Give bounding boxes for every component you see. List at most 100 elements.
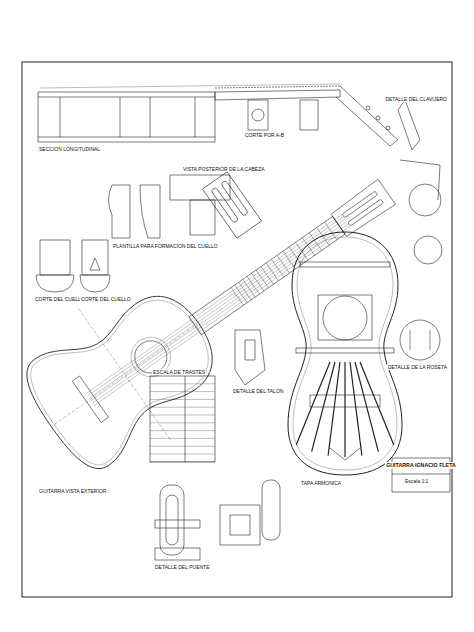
drawing-stroke [252,109,264,121]
drawing-stroke [330,448,360,460]
drawing-stroke [247,276,259,294]
drawing-stroke [293,237,397,470]
drawing-stroke [245,340,255,360]
drawing-stroke [150,415,215,416]
drawing-stroke [150,430,215,431]
drawing-stroke [140,185,160,238]
drawing-stroke [366,106,370,110]
drawing-stroke [323,296,367,340]
drawing-stroke [91,221,347,400]
drawing-stroke [317,228,329,246]
drawing-stroke [79,309,172,442]
drawing-stroke [344,362,345,457]
soundboard-interior [288,232,442,475]
drawing-stroke [150,438,215,439]
guitar-exterior [5,125,433,493]
view-label: DETALLE DEL TALON [232,388,284,394]
drawing-stroke [150,446,215,447]
drawing-stroke [40,84,340,88]
drawing-stroke [296,348,394,353]
drawing-stroke [330,179,395,238]
drawing-stroke [86,214,342,393]
drawing-stroke [215,86,340,88]
view-label: CORTE DEL CUELLO [80,296,132,302]
drawing-stroke [150,383,215,384]
drawing-stroke [400,320,440,360]
view-label: DETALLE DE LA ROSETA [387,364,448,370]
drawing-stroke [120,97,121,137]
drawing-stroke [40,240,70,275]
drawing-stroke [150,376,215,462]
view-label: SECCION LONGITUDINAL [38,146,101,152]
view-label: DETALLE DEL PUENTE [154,564,210,570]
drawing-stroke [400,160,440,200]
drawing-stroke [289,247,301,265]
drawing-stroke [185,376,186,462]
drawing-stroke [318,295,372,340]
drawing-stroke [93,224,349,403]
drawing-stroke [296,362,394,457]
drawing-stroke [333,216,345,234]
drawing-stroke [409,184,441,216]
drawing-stroke [277,255,289,273]
drawing-stroke [109,185,131,238]
drawing-stroke [300,100,318,130]
drawing-stroke [19,275,231,474]
drawing-stroke [261,267,273,285]
heel-detail [235,330,265,385]
view-label: DETALLE DEL CLAVIJERO [384,96,448,102]
drawing-stroke [150,391,215,392]
bridge-details [155,480,280,560]
drawing-stroke [220,505,260,545]
drawing-stroke [90,258,100,270]
drawing-stroke [36,275,74,292]
drawing-stroke [386,126,390,130]
drawing-stroke [150,399,215,400]
drawing-stroke [150,422,215,423]
fret-table [150,376,215,462]
view-label: VISTA POSTERIOR DE LA CABEZA [182,166,266,172]
drawing-stroke [22,62,452,597]
drawing-stroke [300,262,390,267]
head-rear-view [203,172,262,238]
view-label: Escala 1:1 [404,478,429,484]
drawing-stroke [251,273,263,291]
drawing-stroke [398,100,420,150]
title-text: GUITARRA IGNACIO FLETA [385,462,457,469]
longitudinal-section [38,84,441,216]
drawing-stroke [328,362,340,456]
view-label: GUITARRA VISTA EXTERIOR [38,488,107,494]
drawing-stroke [266,263,278,281]
view-label: ESCALA DE TRASTES [152,369,206,375]
drawing-stroke [271,259,283,277]
drawing-stroke [350,362,362,456]
drawing-stroke [38,137,215,138]
drawing-stroke [360,362,394,445]
drawing-stroke [155,520,200,528]
drawing-stroke [195,97,196,137]
drawing-stroke [150,97,151,137]
drawing-stroke [230,515,250,535]
drawing-stroke [60,97,61,137]
drawing-stroke [231,288,243,306]
drawing-stroke [312,362,335,452]
drawing-stroke [336,86,398,146]
drawing-stroke [262,480,280,540]
drawing-stroke [256,270,268,288]
view-label: CORTE POR A-B [244,132,285,138]
drawing-stroke [248,100,268,130]
drawing-stroke [324,222,336,240]
drawing-stroke [190,200,215,235]
drawing-stroke [38,92,215,142]
drawing-stroke [243,279,255,297]
drawing-stroke [231,216,345,305]
view-label: CORTE DEL CUELLO [34,296,86,302]
drawing-stroke [296,362,330,445]
drawing-stroke [150,454,215,455]
drawing-stroke [38,97,215,98]
drawing-stroke [235,285,247,303]
drawing-stroke [189,216,345,334]
drawing-stroke [155,548,200,560]
drawing-stroke [203,172,262,238]
